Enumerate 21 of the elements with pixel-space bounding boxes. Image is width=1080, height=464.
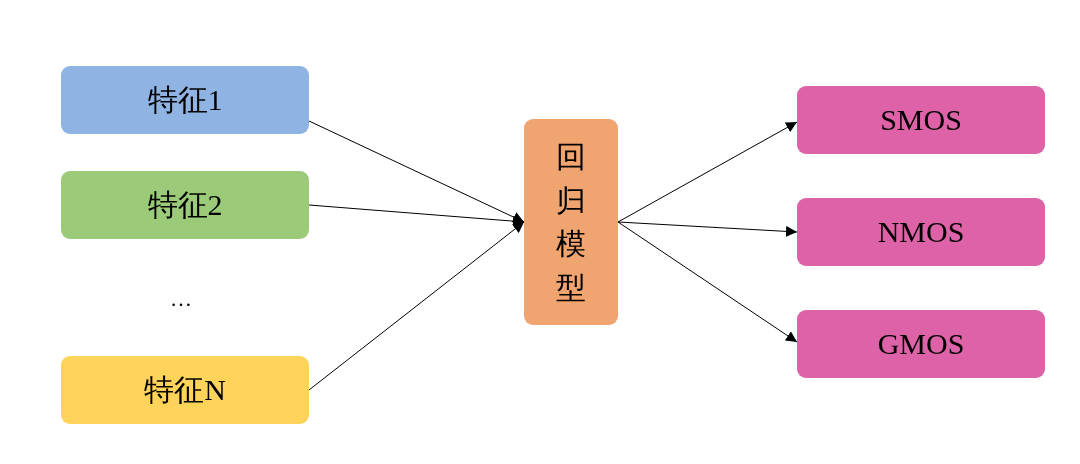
process-box: [524, 119, 618, 325]
process-box: [797, 310, 1045, 378]
arrow: [617, 221, 798, 343]
process-box: [61, 66, 309, 134]
node-label: SMOS: [880, 103, 962, 137]
process-box: [61, 356, 309, 424]
arrow: [617, 221, 798, 237]
arrow: [308, 120, 525, 223]
node-label: NMOS: [877, 215, 965, 249]
process-box: [797, 198, 1045, 266]
node-label: 特征N: [144, 371, 226, 408]
arrow: [308, 204, 525, 227]
process-box: [797, 86, 1045, 154]
node-label: 回归模型: [556, 139, 586, 306]
process-box: [61, 171, 309, 239]
node-label: GMOS: [877, 327, 965, 361]
arrow: [617, 121, 798, 223]
arrow: [308, 221, 525, 391]
node-label: 特征1: [147, 81, 223, 118]
ellipsis-text: …: [170, 286, 192, 312]
node-label: 特征2: [147, 186, 223, 223]
